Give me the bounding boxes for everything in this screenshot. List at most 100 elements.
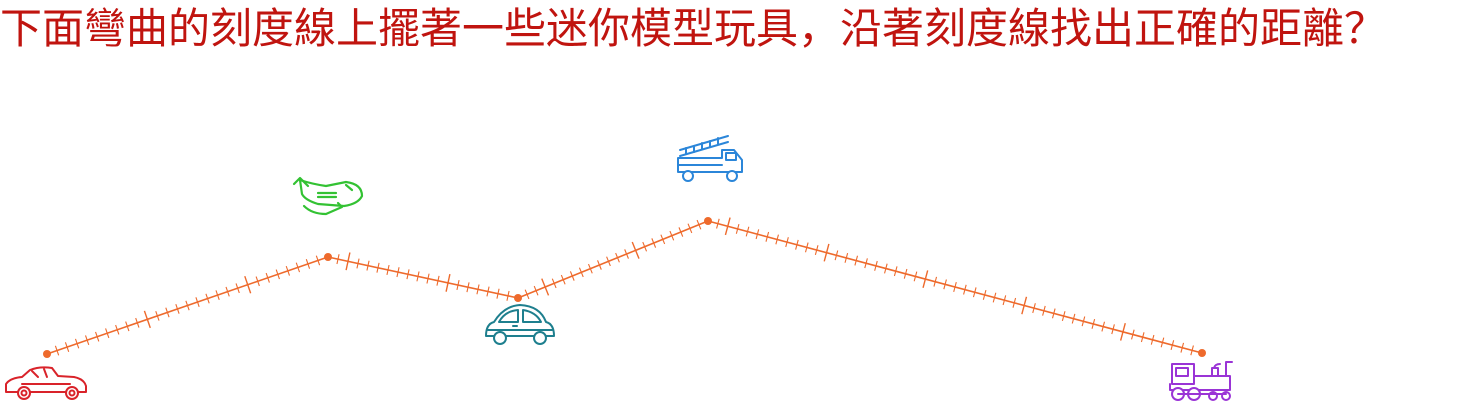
ruler-major-tick [922, 270, 929, 288]
ruler-tick [1091, 318, 1096, 329]
ruler-tick [1061, 311, 1066, 322]
ruler-tick [775, 234, 779, 245]
ruler-tick [874, 260, 878, 271]
ruler-major-tick [631, 241, 640, 259]
ruler-tick [386, 264, 390, 275]
ruler-major-tick [244, 275, 252, 294]
ruler-tick [235, 283, 240, 294]
ruler-tick [854, 255, 859, 266]
ruler-tick [524, 289, 530, 300]
ruler-tick [1081, 316, 1086, 327]
ruler-tick [651, 238, 657, 248]
ruler-tick [864, 258, 868, 269]
classic-car-icon [5, 366, 87, 400]
ruler-tick [569, 271, 575, 281]
ruler-tick [115, 324, 120, 335]
ruler-tick [426, 273, 430, 284]
ruler-tick [1032, 303, 1036, 314]
ruler-tick [315, 255, 321, 266]
ruler-major-tick [1119, 323, 1126, 341]
ruler-tick [804, 242, 809, 253]
ruler-tick [1170, 340, 1175, 351]
ruler-tick [255, 276, 260, 287]
ruler-major-tick [445, 273, 451, 292]
ruler-tick [125, 321, 130, 332]
ruler-major-tick [345, 252, 351, 271]
ruler-major-tick [823, 243, 830, 262]
ruler-tick [795, 239, 799, 250]
ruler-tick [785, 237, 789, 248]
ruler-tick [95, 331, 100, 342]
ruler-tick [1051, 308, 1056, 319]
ruler-tick [834, 250, 839, 261]
ruler-tick [305, 259, 311, 269]
ruler-tick [606, 256, 611, 267]
ruler-tick [1190, 345, 1194, 356]
ruler-tick [933, 276, 938, 287]
ruler-tick [716, 218, 720, 229]
ruler-tick [155, 310, 160, 321]
ruler-tick [953, 282, 957, 292]
ruler-tick [135, 317, 140, 328]
curved-ruler [43, 217, 1206, 358]
ruler-tick [587, 263, 593, 274]
beetle-car-icon [485, 304, 555, 345]
steam-train-icon [1169, 361, 1233, 401]
ruler-tick [1150, 334, 1155, 345]
ruler-tick [175, 304, 180, 314]
ruler-tick [745, 226, 750, 237]
ruler-tick [64, 342, 70, 352]
ruler-tick [205, 293, 210, 304]
ruler-tick [765, 231, 770, 242]
ruler-tick [814, 245, 819, 256]
ruler-tick [844, 252, 849, 263]
fire-truck-icon [677, 135, 743, 182]
ruler-tick [982, 289, 987, 300]
ruler-tick [466, 282, 470, 293]
ruler-tick [275, 269, 280, 280]
ruler-tick [265, 272, 270, 283]
ruler-tick [678, 227, 684, 237]
ruler-tick [624, 249, 629, 259]
airplane-icon [292, 176, 364, 216]
ruler-tick [1012, 297, 1017, 308]
ruler-tick [687, 223, 693, 234]
ruler-vertex-dot [324, 253, 332, 261]
ruler-tick [533, 285, 539, 296]
ruler-tick [185, 300, 190, 311]
ruler-tick [963, 284, 967, 295]
ruler-tick [436, 275, 440, 286]
ruler-vertex-dot [514, 294, 522, 302]
ruler-tick [356, 258, 360, 269]
ruler-major-tick [541, 278, 550, 296]
ruler-tick [366, 260, 370, 271]
ruler-tick [215, 290, 220, 301]
ruler-tick [336, 254, 340, 265]
ruler-tick [992, 292, 997, 303]
ruler-tick [416, 271, 420, 282]
ruler-tick [456, 280, 460, 291]
ruler-tick [943, 279, 947, 290]
ruler-tick [1160, 337, 1165, 348]
ruler-tick [506, 290, 510, 301]
ruler-tick [225, 286, 230, 297]
ruler-major-tick [143, 310, 151, 329]
ruler-major-tick [1021, 296, 1028, 315]
ruler-tick [735, 223, 740, 234]
ruler-tick [560, 274, 566, 285]
ruler-tick [660, 234, 666, 245]
ruler-tick [54, 345, 60, 356]
ruler-tick [195, 297, 200, 307]
ruler-tick [1111, 324, 1115, 335]
ruler-tick [496, 288, 500, 299]
ruler-tick [696, 219, 702, 230]
ruler-tick [551, 278, 557, 289]
ruler-tick [578, 267, 584, 278]
ruler-segment [517, 220, 709, 299]
ruler-tick [893, 266, 898, 277]
ruler-tick [165, 307, 170, 318]
ruler-vertex-dot [1198, 349, 1206, 357]
ruler-segment [327, 256, 519, 299]
ruler-tick [1180, 342, 1185, 353]
